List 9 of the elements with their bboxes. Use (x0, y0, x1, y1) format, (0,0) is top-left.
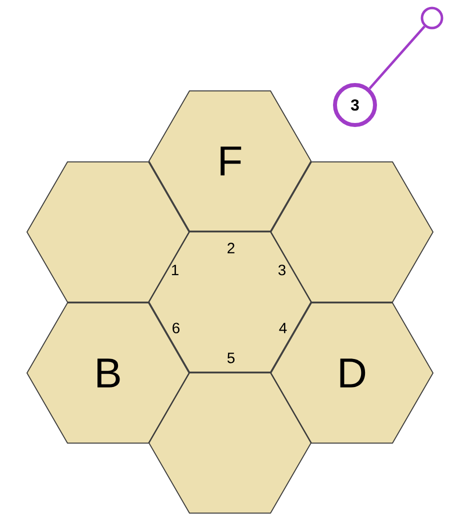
leader-line (368, 26, 426, 90)
side-number: 4 (279, 322, 287, 334)
leader-end-circle (420, 6, 444, 30)
callout-number: 3 (333, 83, 377, 127)
side-number: 3 (278, 264, 286, 276)
side-number: 6 (172, 322, 180, 334)
side-number: 1 (172, 264, 178, 276)
side-number: 5 (227, 352, 235, 364)
side-number: 2 (228, 242, 234, 254)
